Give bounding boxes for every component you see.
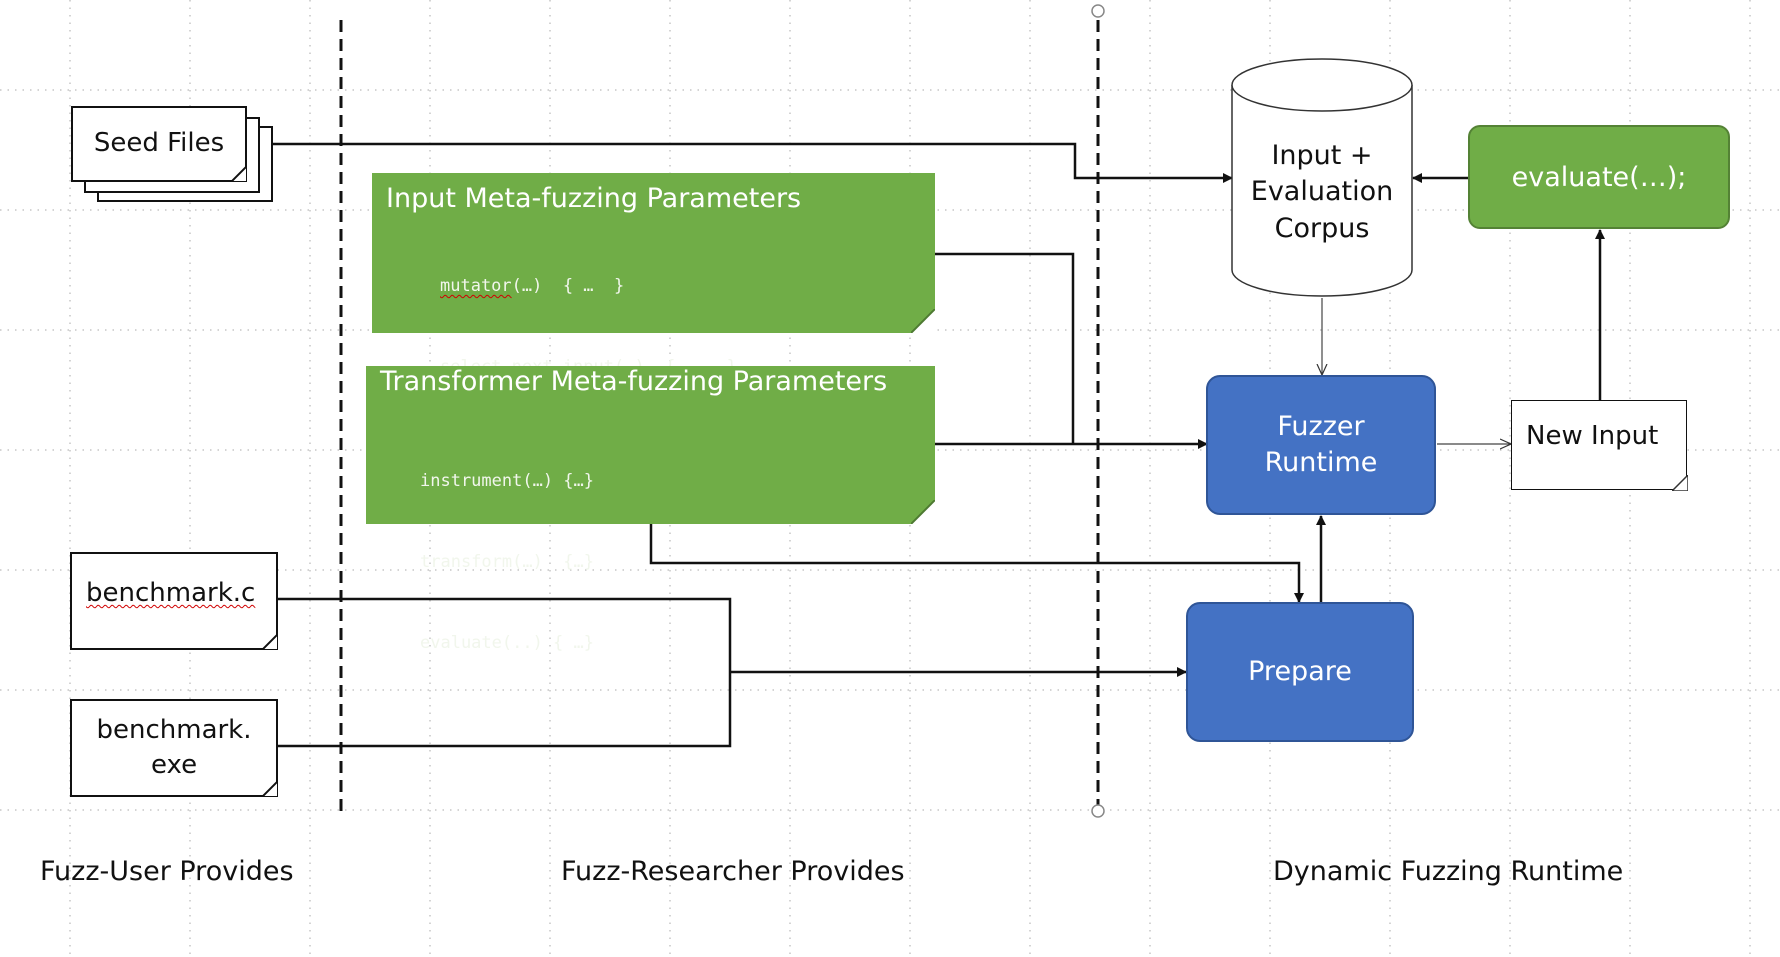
connector-seed-to-corpus bbox=[272, 142, 1233, 183]
corpus-label-line2: Evaluation bbox=[1250, 176, 1394, 208]
database-cylinder-icon[interactable] bbox=[1231, 58, 1413, 297]
code-line: instrument(…) {…} bbox=[420, 471, 594, 491]
transformer-params-code: instrument(…) {…} transform(…) {…} evalu… bbox=[420, 414, 594, 711]
divider-handle-top[interactable] bbox=[1091, 4, 1105, 18]
section-label-runtime: Dynamic Fuzzing Runtime bbox=[1273, 856, 1624, 887]
note-corner-icon bbox=[911, 500, 935, 524]
connector-transformer-to-prepare bbox=[649, 524, 1304, 603]
fuzzer-label-line1: Fuzzer bbox=[1277, 410, 1365, 442]
document-fold-icon bbox=[231, 166, 247, 182]
code-line: transform(…) {…} bbox=[420, 552, 594, 572]
corpus-label-line3: Corpus bbox=[1274, 212, 1370, 244]
transformer-params-title: Transformer Meta-fuzzing Parameters bbox=[380, 366, 888, 397]
seed-files-label: Seed Files bbox=[93, 128, 225, 159]
corpus-label: Input + Evaluation Corpus bbox=[1232, 138, 1412, 247]
fuzzer-runtime-node[interactable]: Fuzzer Runtime bbox=[1206, 375, 1436, 515]
new-input-document[interactable]: New Input bbox=[1511, 400, 1688, 491]
benchmark-c-label: benchmark.c bbox=[86, 578, 256, 608]
evaluate-label: evaluate(…); bbox=[1511, 161, 1687, 193]
document-fold-icon bbox=[262, 634, 278, 650]
benchmark-exe-document[interactable]: benchmark. exe bbox=[70, 699, 278, 797]
benchmark-exe-label-line2: exe bbox=[150, 750, 198, 780]
evaluate-node[interactable]: evaluate(…); bbox=[1468, 125, 1730, 229]
transformer-params-note[interactable]: Transformer Meta-fuzzing Parameters inst… bbox=[366, 366, 935, 653]
input-params-title: Input Meta-fuzzing Parameters bbox=[386, 183, 802, 214]
input-params-note[interactable]: Input Meta-fuzzing Parameters mutator(…)… bbox=[372, 173, 935, 458]
code-line: evaluate(..) { …} bbox=[420, 633, 594, 653]
new-input-label: New Input bbox=[1526, 421, 1659, 451]
benchmark-exe-label-line1: benchmark. bbox=[96, 714, 252, 745]
connector-input-params bbox=[935, 252, 1075, 444]
section-label-user: Fuzz-User Provides bbox=[40, 856, 294, 887]
document-fold-icon bbox=[262, 781, 278, 797]
seed-files-document[interactable]: Seed Files bbox=[71, 106, 247, 182]
fuzzer-label-line2: Runtime bbox=[1264, 447, 1378, 478]
corpus-label-line1: Input + bbox=[1271, 140, 1373, 171]
document-fold-icon bbox=[1672, 475, 1688, 491]
code-line: mutator(…) { … } bbox=[440, 276, 625, 296]
section-label-researcher: Fuzz-Researcher Provides bbox=[561, 856, 905, 887]
connectors bbox=[272, 142, 1605, 748]
prepare-node[interactable]: Prepare bbox=[1186, 602, 1414, 742]
note-corner-icon bbox=[911, 309, 935, 333]
prepare-label: Prepare bbox=[1248, 655, 1352, 687]
benchmark-c-document[interactable]: benchmark.c bbox=[70, 552, 278, 650]
divider-handle-bottom[interactable] bbox=[1091, 804, 1105, 818]
